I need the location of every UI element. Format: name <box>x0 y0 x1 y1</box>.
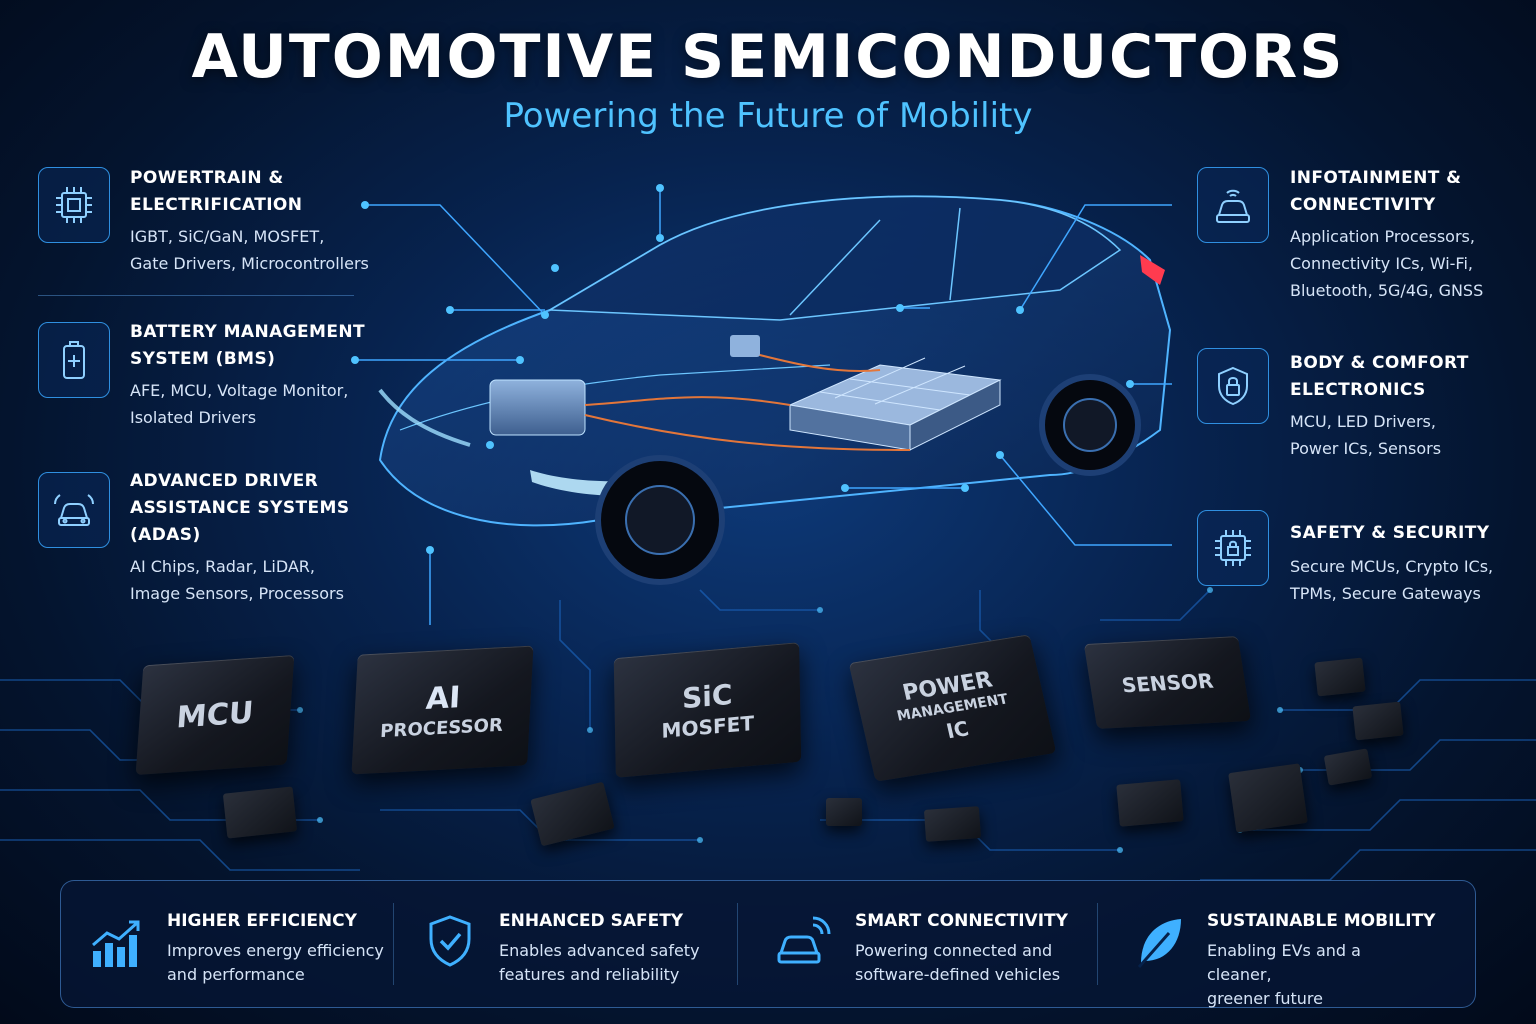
chip-label: IC <box>943 715 971 744</box>
category-desc: TPMs, Secure Gateways <box>1290 584 1481 603</box>
category-desc: Bluetooth, 5G/4G, GNSS <box>1290 281 1484 300</box>
category-desc: Secure MCUs, Crypto ICs, <box>1290 557 1494 576</box>
chip-label: PROCESSOR <box>379 714 504 742</box>
chip-sensor: SENSOR <box>1083 636 1252 729</box>
chip-icon <box>38 167 110 243</box>
benefit-desc-line: software-defined vehicles <box>855 965 1061 984</box>
small-chip <box>1352 701 1404 741</box>
small-chip <box>222 786 298 839</box>
category-title: CONNECTIVITY <box>1290 195 1436 215</box>
category-safety-security <box>1197 510 1269 586</box>
connected-car-icon <box>777 916 831 964</box>
benefit-desc: Improves energy efficiency and performan… <box>167 939 387 987</box>
small-chip <box>1314 657 1366 697</box>
category-title: SYSTEM (BMS) <box>130 349 276 369</box>
infotainment-text: INFOTAINMENT & CONNECTIVITY Application … <box>1290 165 1483 304</box>
shield-check-icon <box>429 915 471 967</box>
category-title: POWERTRAIN & <box>130 168 284 188</box>
category-title: ADVANCED DRIVER <box>130 471 319 491</box>
category-infotainment <box>1197 167 1269 243</box>
bms-text: BATTERY MANAGEMENT SYSTEM (BMS) AFE, MCU… <box>130 319 365 431</box>
chip-lock-icon <box>1197 510 1269 586</box>
chip-label: SiC <box>681 677 733 715</box>
category-desc: AI Chips, Radar, LiDAR, <box>130 557 315 576</box>
adas-text: ADVANCED DRIVER ASSISTANCE SYSTEMS (ADAS… <box>130 468 349 607</box>
chip-sic-mosfet: SiC MOSFET <box>613 642 802 778</box>
chip-mcu: MCU <box>135 654 295 776</box>
category-desc: Gate Drivers, Microcontrollers <box>130 254 369 273</box>
benefit-desc-line: greener future <box>1207 989 1323 1008</box>
divider <box>737 903 738 985</box>
category-title: ELECTRONICS <box>1290 380 1426 400</box>
page-title: AUTOMOTIVE SEMICONDUCTORS <box>191 22 1345 92</box>
small-chip <box>826 798 862 826</box>
benefit-desc-line: Improves energy efficiency <box>167 941 384 960</box>
category-title: SAFETY & SECURITY <box>1290 523 1490 543</box>
battery-icon <box>38 322 110 398</box>
benefit-smart-connectivity: SMART CONNECTIVITY Powering connected an… <box>773 881 1103 1007</box>
category-desc: Application Processors, <box>1290 227 1475 246</box>
category-desc: Connectivity ICs, Wi-Fi, <box>1290 254 1473 273</box>
benefit-desc-line: Enabling EVs and a cleaner, <box>1207 941 1361 984</box>
benefit-enhanced-safety: ENHANCED SAFETY Enables advanced safety … <box>425 881 735 1007</box>
small-chip <box>923 806 982 842</box>
category-title: (ADAS) <box>130 525 201 545</box>
category-desc: AFE, MCU, Voltage Monitor, <box>130 381 349 400</box>
benefit-sustainable-mobility: SUSTAINABLE MOBILITY Enabling EVs and a … <box>1133 881 1463 1008</box>
benefit-desc-line: and performance <box>167 965 305 984</box>
divider <box>393 903 394 985</box>
category-title: ELECTRIFICATION <box>130 195 303 215</box>
chip-label: SENSOR <box>1120 668 1215 697</box>
chip-ai-processor: AI PROCESSOR <box>351 645 534 775</box>
connected-car-icon <box>1197 167 1269 243</box>
category-bms <box>38 322 110 398</box>
benefit-higher-efficiency: HIGHER EFFICIENCY Improves energy effici… <box>89 881 399 1007</box>
category-title: INFOTAINMENT & <box>1290 168 1462 188</box>
chip-label: AI <box>424 679 462 717</box>
category-desc: Power ICs, Sensors <box>1290 439 1442 458</box>
category-powertrain <box>38 167 110 243</box>
category-title: ASSISTANCE SYSTEMS <box>130 498 350 518</box>
category-desc: Isolated Drivers <box>130 408 257 427</box>
benefits-panel: HIGHER EFFICIENCY Improves energy effici… <box>60 880 1476 1008</box>
benefit-title: HIGHER EFFICIENCY <box>167 911 357 931</box>
body-comfort-text: BODY & COMFORT ELECTRONICS MCU, LED Driv… <box>1290 350 1469 462</box>
small-chip <box>1228 763 1308 833</box>
benefit-desc: Enables advanced safety features and rel… <box>499 939 719 987</box>
divider <box>38 295 354 296</box>
benefit-desc: Enabling EVs and a cleaner, greener futu… <box>1207 939 1427 1011</box>
leaf-icon <box>1137 919 1181 968</box>
bar-chart-icon <box>92 920 140 967</box>
safety-security-text: SAFETY & SECURITY Secure MCUs, Crypto IC… <box>1290 520 1493 607</box>
benefit-title: SMART CONNECTIVITY <box>855 911 1068 931</box>
chip-label: MOSFET <box>661 711 755 744</box>
category-desc: MCU, LED Drivers, <box>1290 412 1436 431</box>
chip-label: MCU <box>175 694 255 736</box>
category-desc: Image Sensors, Processors <box>130 584 344 603</box>
powertrain-text: POWERTRAIN & ELECTRIFICATION IGBT, SiC/G… <box>130 165 369 277</box>
shield-lock-icon <box>1197 348 1269 424</box>
benefit-title: SUSTAINABLE MOBILITY <box>1207 911 1436 931</box>
car-sensor-icon <box>38 472 110 548</box>
car-illustration <box>378 195 1172 585</box>
connector-lines <box>351 184 1172 625</box>
category-desc: IGBT, SiC/GaN, MOSFET, <box>130 227 325 246</box>
divider <box>1097 903 1098 985</box>
page-subtitle: Powering the Future of Mobility <box>503 96 1033 136</box>
benefit-desc-line: features and reliability <box>499 965 680 984</box>
category-adas <box>38 472 110 548</box>
benefit-title: ENHANCED SAFETY <box>499 911 684 931</box>
small-chip <box>1116 779 1184 827</box>
benefit-desc-line: Powering connected and <box>855 941 1053 960</box>
category-title: BATTERY MANAGEMENT <box>130 322 365 342</box>
benefit-desc-line: Enables advanced safety <box>499 941 700 960</box>
category-title: BODY & COMFORT <box>1290 353 1469 373</box>
category-body-comfort <box>1197 348 1269 424</box>
benefit-desc: Powering connected and software-defined … <box>855 939 1075 987</box>
